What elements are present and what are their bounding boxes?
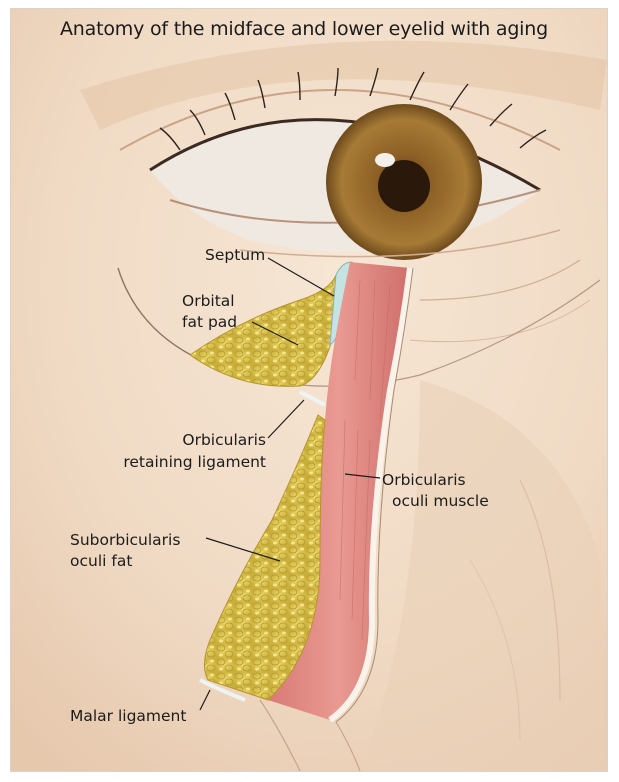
label-suborbicularis-line2: oculi fat [70,551,132,571]
label-orbicularis-ligament-line2: retaining ligament [90,452,266,472]
label-orbicularis-muscle-line1: Orbicularis [382,470,466,490]
label-septum: Septum [205,245,265,265]
label-orbicularis-ligament-line1: Orbicularis [90,430,266,450]
label-orbicularis-muscle-line2: oculi muscle [392,491,489,511]
label-malar-ligament: Malar ligament [70,706,186,726]
figure-frame [10,8,608,772]
figure-title: Anatomy of the midface and lower eyelid … [60,18,580,40]
label-orbital-fat-pad-line1: Orbital [182,291,235,311]
label-orbital-fat-pad-line2: fat pad [182,312,237,332]
label-suborbicularis-line1: Suborbicularis [70,530,180,550]
